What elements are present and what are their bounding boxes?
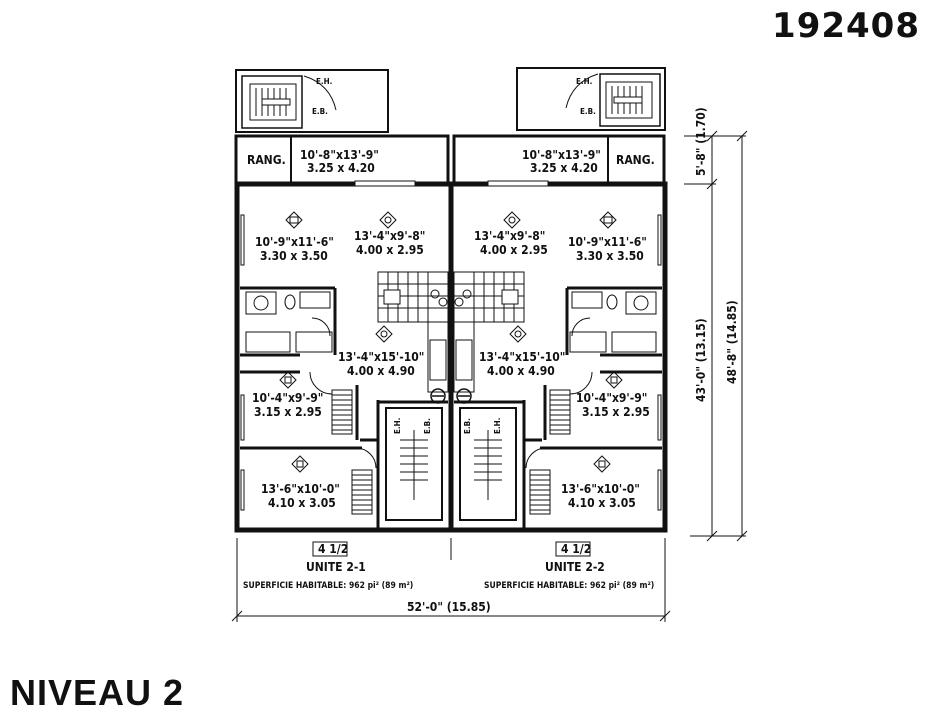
storage-label-right: RANG. [616,153,655,167]
eb-label: E.B. [423,418,432,434]
eh-label: E.H. [576,77,592,86]
level-title: NIVEAU 2 [10,672,185,713]
balcony-metric-right: 3.25 x 4.20 [530,161,598,175]
bedroom1-dim-left: 10'-4"x9'-9" [252,391,323,405]
bedroom2-metric-left: 4.10 x 3.05 [268,496,336,510]
eh-label: E.H. [493,418,502,434]
dining-metric-left: 4.00 x 2.95 [356,243,424,257]
exterior-stair-right [516,67,666,131]
depth-main-dimension: 43'-0" (13.15) [694,318,708,402]
bedroom2-dim-left: 13'-6"x10'-0" [261,482,340,496]
interior-stair-left [385,407,443,521]
door-swings [309,371,593,469]
living-dim-right: 10'-9"x11'-6" [568,235,647,249]
bathroom-left [245,291,333,353]
kitchen-counter-right [453,271,525,393]
width-dimension: 52'-0" (15.85) [407,600,491,614]
kitchen-dim-left: 13'-4"x15'-10" [338,350,424,364]
depth-balcony-dimension: 5'-8" (1.70) [694,107,708,176]
depth-total-dimension: 48'-8" (14.85) [725,300,739,384]
kitchen-metric-left: 4.00 x 4.90 [347,364,415,378]
balcony-dim-right: 10'-8"x13'-9" [522,148,601,162]
dining-dim-right: 13'-4"x9'-8" [474,229,545,243]
unit-name-left: UNITE 2-1 [306,560,366,574]
living-metric-left: 3.30 x 3.50 [260,249,328,263]
interior-stair-right [459,407,517,521]
unit-area-right: SUPERFICIE HABITABLE: 962 pi² (89 m²) [484,581,654,591]
bedroom1-metric-left: 3.15 x 2.95 [254,405,322,419]
exterior-stair-left [235,69,389,133]
bedroom1-dim-right: 10'-4"x9'-9" [576,391,647,405]
balcony-dim-left: 10'-8"x13'-9" [300,148,379,162]
unit-area-left: SUPERFICIE HABITABLE: 962 pi² (89 m²) [243,581,413,591]
kitchen-dim-right: 13'-4"x15'-10" [479,350,565,364]
room-icons [279,211,623,473]
eb-label: E.B. [312,107,328,116]
eb-label: E.B. [580,107,596,116]
depth-dimension-lines [684,130,748,542]
windows [240,180,662,511]
storage-label-left: RANG. [247,153,286,167]
eh-label: E.H. [393,418,402,434]
unit-type-right: 4 1/2 [561,542,591,556]
dining-dim-left: 13'-4"x9'-8" [354,229,425,243]
eh-label: E.H. [316,77,332,86]
kitchen-counter-left [377,271,449,393]
bedroom2-metric-right: 4.10 x 3.05 [568,496,636,510]
water-heater-icon [430,388,472,404]
bedroom2-dim-right: 13'-6"x10'-0" [561,482,640,496]
living-dim-left: 10'-9"x11'-6" [255,235,334,249]
eb-label: E.B. [463,418,472,434]
dining-metric-right: 4.00 x 2.95 [480,243,548,257]
balcony-metric-left: 3.25 x 4.20 [307,161,375,175]
plan-number: 192408 [772,6,920,46]
bathroom-right [569,291,657,353]
kitchen-metric-right: 4.00 x 4.90 [487,364,555,378]
unit-name-right: UNITE 2-2 [545,560,605,574]
bedroom1-metric-right: 3.15 x 2.95 [582,405,650,419]
unit-type-left: 4 1/2 [318,542,348,556]
living-metric-right: 3.30 x 3.50 [576,249,644,263]
